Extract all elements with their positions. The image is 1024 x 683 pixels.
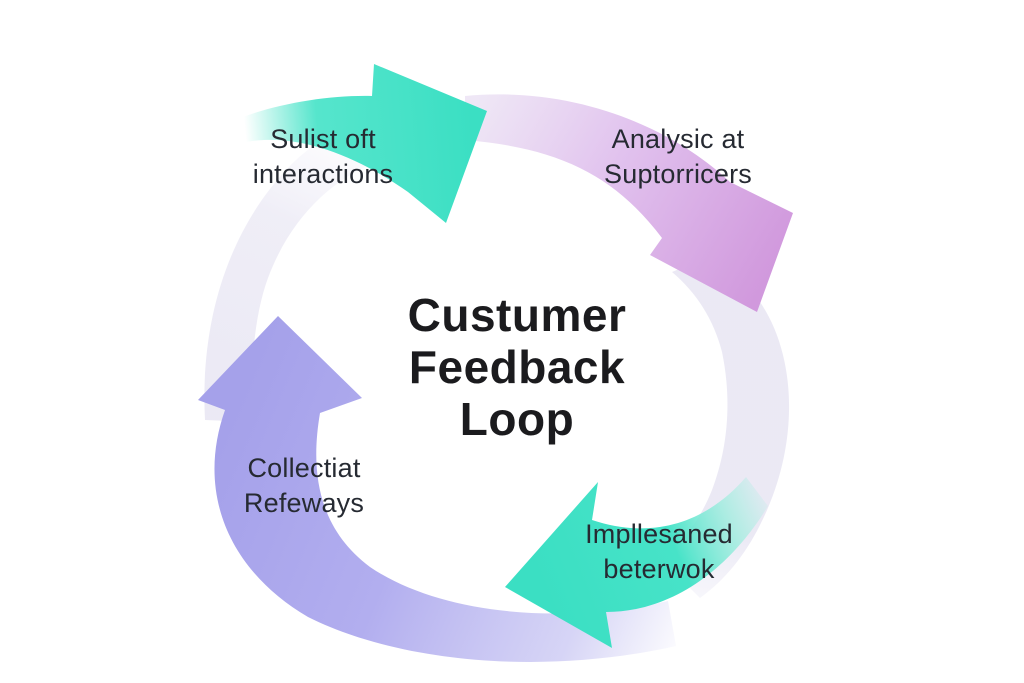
diagram-title: Custumer Feedback Loop xyxy=(408,289,627,445)
step-label-line: beterwok xyxy=(603,554,715,584)
cycle-arrow-implement-teal-bottom xyxy=(505,477,768,648)
step-label-line: Suptorricers xyxy=(604,159,752,189)
step-label-bottom-right: Impllesaned beterwok xyxy=(585,517,733,587)
step-label-bottom-left: Collectiat Refeways xyxy=(244,451,364,521)
cycle-arrow-collect-periwinkle xyxy=(198,316,676,662)
step-label-top-left: Sulist oft interactions xyxy=(253,122,393,192)
step-label-line: Analysic at xyxy=(611,124,745,154)
step-label-line: Impllesaned xyxy=(585,519,733,549)
step-label-line: interactions xyxy=(252,159,394,189)
title-line-3: Loop xyxy=(459,393,575,445)
title-line-1: Custumer xyxy=(407,289,627,341)
step-label-line: Collectiat xyxy=(247,453,361,483)
step-label-line: Refeways xyxy=(243,488,365,518)
step-label-line: Sulist oft xyxy=(270,124,376,154)
title-line-2: Feedback xyxy=(408,341,626,393)
cycle-arrow-collect-teal-top xyxy=(240,64,487,223)
step-label-top-right: Analysic at Suptorricers xyxy=(604,122,752,192)
cycle-arrow-analyze-pink xyxy=(465,94,793,312)
